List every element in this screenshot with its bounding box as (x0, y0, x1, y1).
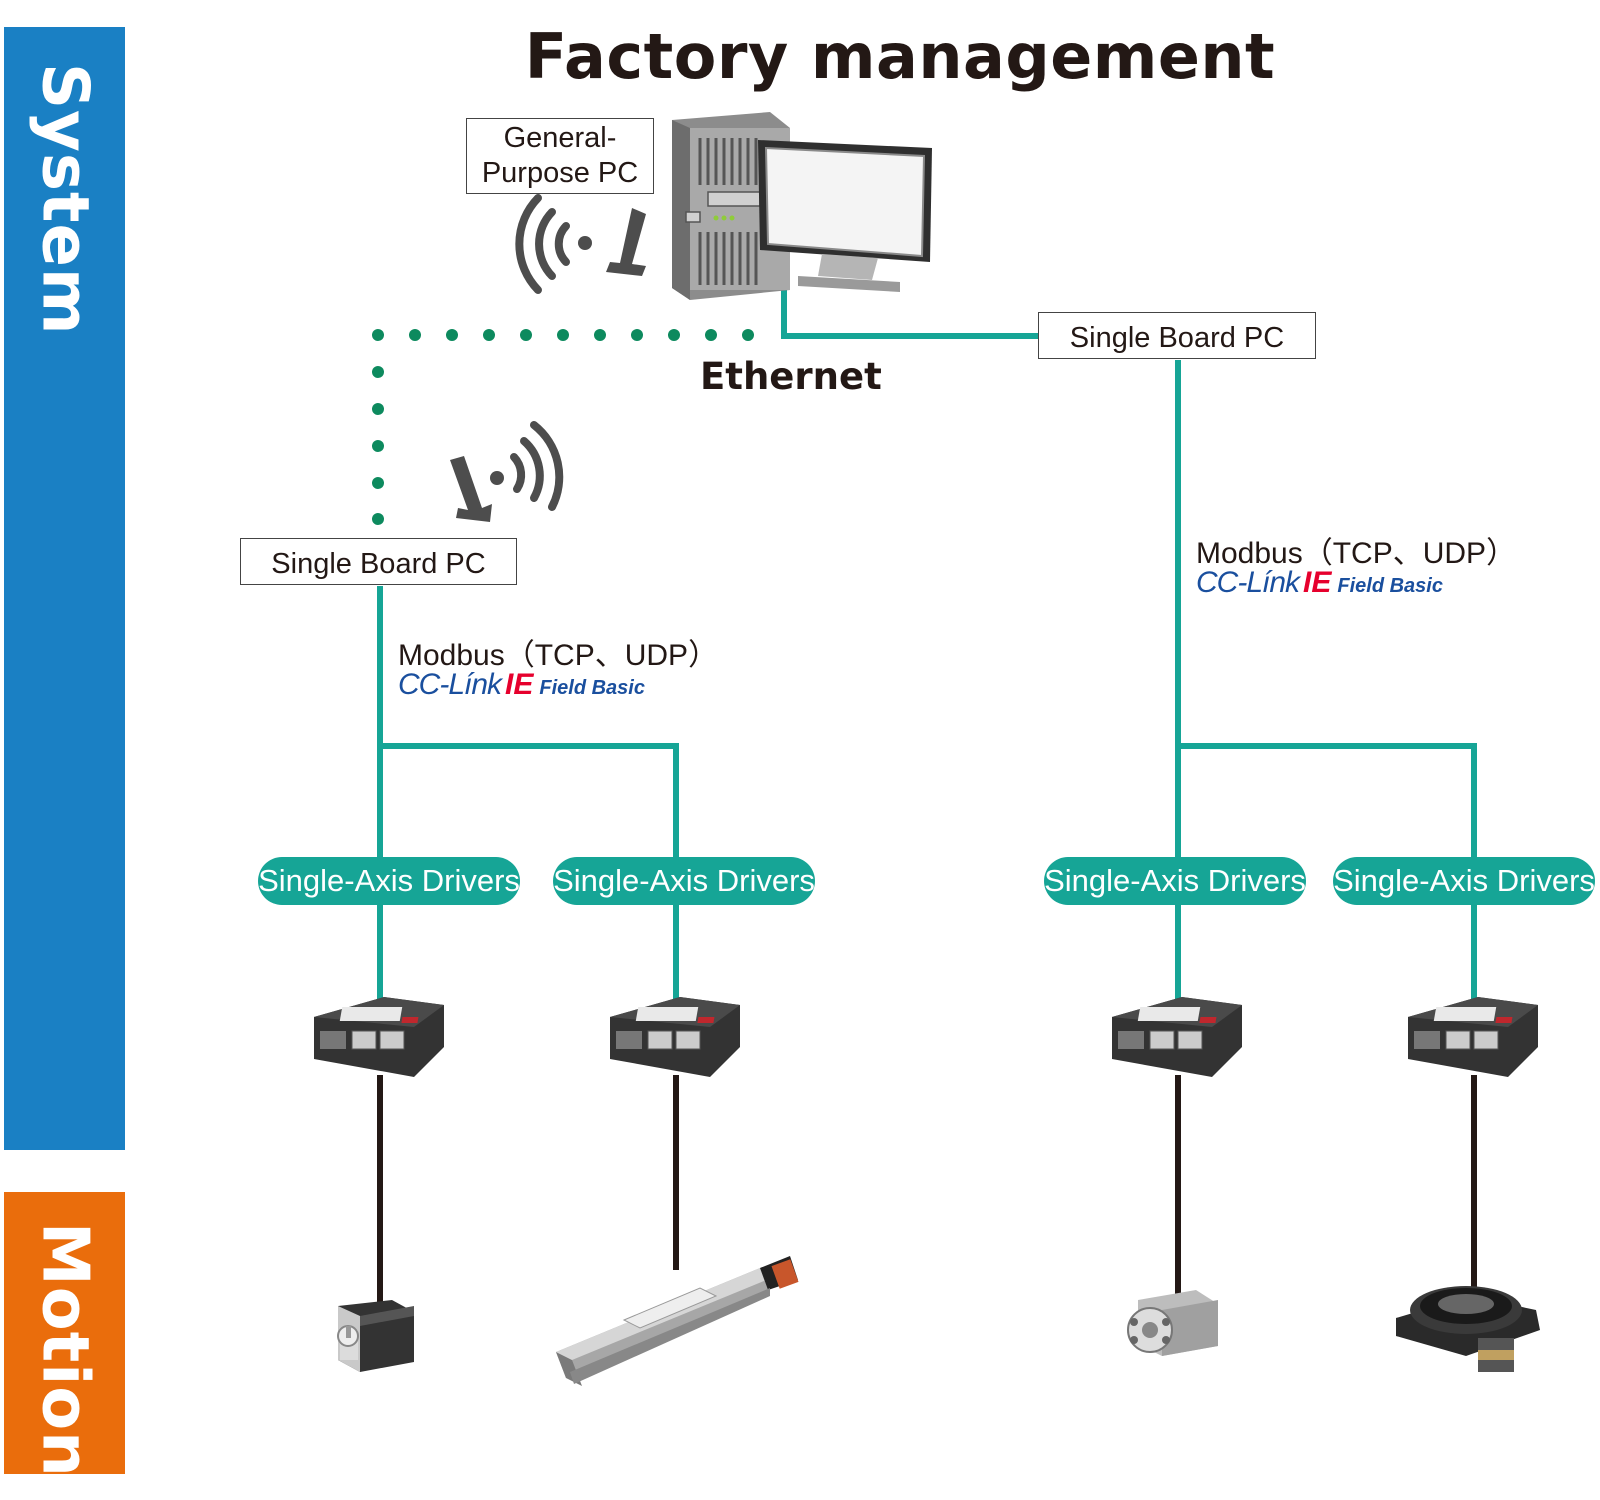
cclink-logo-right: CC-Línk IE Field Basic (1196, 566, 1443, 600)
motor-cables (377, 1075, 1477, 1305)
gear-motor-icon (1127, 1290, 1218, 1356)
cclink-ie-text: IE (505, 668, 534, 701)
driver-unit-icon (1112, 997, 1242, 1077)
protocol-label-left: Modbus（TCP、UDP） (398, 639, 719, 672)
cclink-ie-text: IE (1303, 566, 1332, 599)
general-purpose-pc-label: General- Purpose PC (466, 118, 654, 194)
driver-unit-icon (610, 997, 740, 1077)
ethernet-wireless-link (372, 329, 754, 525)
ethernet-label: Ethernet (700, 355, 882, 398)
system-band: System (4, 27, 125, 1150)
single-axis-drivers-label: Single-Axis Drivers (1044, 857, 1306, 905)
cclink-field-basic-text: Field Basic (539, 677, 645, 699)
driver-unit-icon (1408, 997, 1538, 1077)
hollow-rotary-actuator-icon (1396, 1286, 1540, 1372)
stepper-motor-icon (337, 1300, 414, 1372)
right-network-lines (1175, 360, 1477, 1005)
cclink-logo-left: CC-Línk IE Field Basic (398, 668, 645, 702)
wireless-signal-icon (515, 194, 592, 294)
protocol-label-right: Modbus（TCP、UDP） (1196, 537, 1517, 570)
single-axis-drivers-label: Single-Axis Drivers (258, 857, 520, 905)
motion-band: Motion (4, 1192, 125, 1478)
antenna-icon (450, 456, 492, 522)
cclink-text: CC-Línk (398, 668, 502, 701)
single-board-pc-left: Single Board PC (240, 538, 517, 585)
general-purpose-pc-label-line1: General- (503, 122, 617, 154)
antenna-icon (606, 208, 646, 276)
page-title: Factory management (524, 20, 1276, 93)
wireless-signal-icon (490, 421, 564, 511)
desktop-pc-icon (672, 112, 932, 300)
single-axis-drivers-label: Single-Axis Drivers (1333, 857, 1595, 905)
system-band-label: System (27, 63, 102, 336)
driver-unit-icon (314, 997, 444, 1077)
ethernet-cable (781, 285, 1040, 339)
cclink-field-basic-text: Field Basic (1337, 575, 1443, 597)
cclink-text: CC-Línk (1196, 566, 1300, 599)
general-purpose-pc-label-line2: Purpose PC (481, 156, 639, 189)
single-axis-drivers-label: Single-Axis Drivers (553, 857, 815, 905)
single-board-pc-right: Single Board PC (1038, 312, 1316, 359)
motion-band-label: Motion (27, 1222, 102, 1478)
linear-actuator-icon (556, 1256, 799, 1386)
